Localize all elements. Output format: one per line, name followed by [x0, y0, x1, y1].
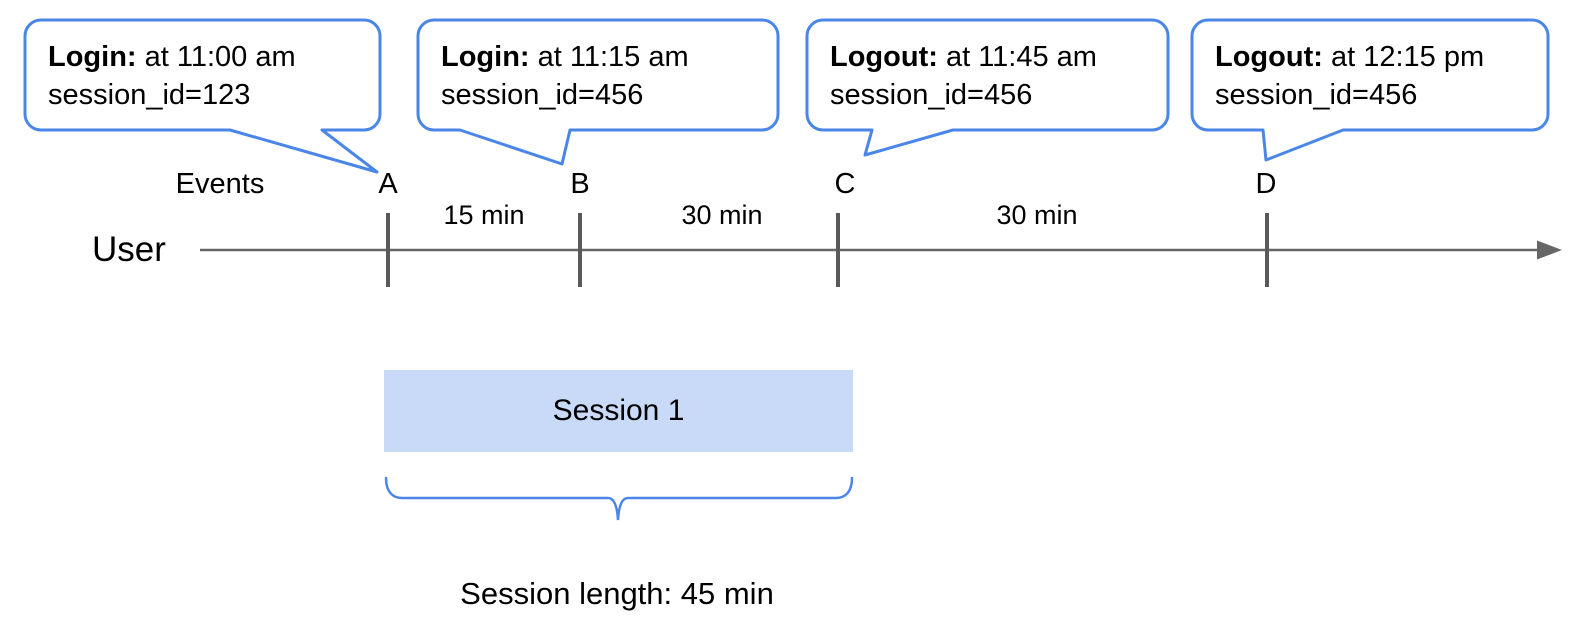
timeline-arrowhead-icon [1537, 240, 1562, 260]
interval-label-cd: 30 min [996, 200, 1078, 230]
event-c-type: Logout: [830, 41, 938, 73]
callout-bubble-d-shape [1190, 18, 1550, 162]
event-d-time: at 12:15 pm [1322, 41, 1485, 73]
interval-label-ab: 15 min [443, 200, 525, 230]
event-b-line1: Login: at 11:15 am [441, 38, 689, 76]
session-length-brace [384, 476, 854, 521]
session-1-box: Session 1 [384, 370, 853, 452]
event-c-line1: Logout: at 11:45 am [830, 38, 1097, 76]
callout-bubble-c-shape [805, 18, 1170, 157]
event-marker-d: D [1255, 168, 1277, 200]
callout-bubble-d: Logout: at 12:15 pm session_id=456 [1215, 38, 1484, 114]
event-d-type: Logout: [1215, 41, 1323, 73]
user-label: User [92, 230, 166, 269]
event-d-line1: Logout: at 12:15 pm [1215, 38, 1484, 76]
session-length-label: Session length: 45 min [460, 576, 774, 611]
session-1-label: Session 1 [552, 394, 685, 427]
callout-bubble-b-shape [416, 18, 780, 166]
event-marker-b: B [570, 168, 590, 200]
events-label: Events [175, 168, 265, 200]
event-a-type: Login: [48, 41, 137, 73]
callout-bubble-b: Login: at 11:15 am session_id=456 [441, 38, 689, 114]
interval-label-bc: 30 min [681, 200, 763, 230]
event-c-session-id: session_id=456 [830, 79, 1033, 111]
callout-bubble-a-shape [23, 18, 382, 174]
event-a-session-id: session_id=123 [48, 79, 251, 111]
callout-bubble-c: Logout: at 11:45 am session_id=456 [830, 38, 1097, 114]
callout-bubble-a: Login: at 11:00 am session_id=123 [48, 38, 296, 114]
event-a-time: at 11:00 am [136, 41, 296, 73]
event-b-session-id: session_id=456 [441, 79, 644, 111]
event-marker-a: A [378, 168, 398, 200]
event-a-line1: Login: at 11:00 am [48, 38, 296, 76]
event-c-time: at 11:45 am [937, 41, 1097, 73]
event-b-time: at 11:15 am [529, 41, 689, 73]
event-d-session-id: session_id=456 [1215, 79, 1418, 111]
event-b-type: Login: [441, 41, 530, 73]
event-marker-c: C [834, 168, 856, 200]
